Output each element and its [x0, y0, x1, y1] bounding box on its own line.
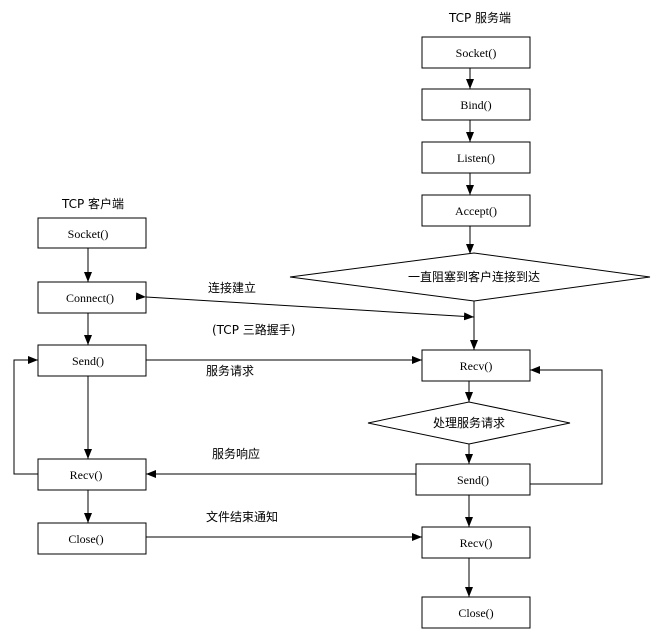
server-bind-label: Bind()	[460, 98, 491, 112]
server-bind-node: Bind()	[421, 88, 531, 121]
server-socket-node: Socket()	[421, 36, 531, 69]
edge-server-loop-back	[530, 366, 603, 485]
client-socket-node: Socket()	[37, 217, 147, 249]
client-recv-label: Recv()	[70, 468, 103, 482]
server-close-node: Close()	[421, 596, 531, 629]
server-socket-label: Socket()	[456, 46, 497, 60]
connect-established-label: 连接建立	[208, 280, 256, 295]
client-title: TCP 客户端	[61, 196, 124, 211]
server-title: TCP 服务端	[448, 10, 511, 25]
client-connect-label: Connect()	[66, 291, 114, 305]
client-send-node: Send()	[37, 344, 147, 377]
handshake-label: (TCP 三路握手)	[212, 322, 295, 337]
server-close-label: Close()	[458, 606, 493, 620]
server-listen-label: Listen()	[457, 151, 495, 165]
client-connect-node: Connect()	[37, 281, 147, 314]
server-block-label: 一直阻塞到客户连接到达	[408, 269, 540, 284]
server-listen-node: Listen()	[421, 141, 531, 174]
service-request-label: 服务请求	[206, 363, 254, 378]
server-recv-node: Recv()	[421, 349, 531, 382]
client-close-label: Close()	[68, 532, 103, 546]
client-close-node: Close()	[37, 522, 147, 555]
client-recv-node: Recv()	[37, 458, 147, 491]
server-send-label: Send()	[457, 473, 489, 487]
server-recv2-node: Recv()	[421, 526, 531, 559]
server-block-decision: 一直阻塞到客户连接到达	[289, 252, 651, 302]
client-socket-label: Socket()	[68, 227, 109, 241]
server-process-label: 处理服务请求	[433, 415, 505, 430]
client-send-label: Send()	[72, 354, 104, 368]
edge-client-loop-back	[13, 356, 38, 475]
server-accept-label: Accept()	[455, 204, 497, 218]
edge-connect-handshake	[135, 292, 475, 321]
server-recv2-label: Recv()	[460, 536, 493, 550]
eof-notify-label: 文件结束通知	[206, 509, 278, 524]
server-send-node: Send()	[415, 463, 531, 496]
server-recv-label: Recv()	[460, 359, 493, 373]
service-response-label: 服务响应	[212, 446, 260, 461]
server-process-decision: 处理服务请求	[367, 401, 571, 445]
server-accept-node: Accept()	[421, 194, 531, 227]
